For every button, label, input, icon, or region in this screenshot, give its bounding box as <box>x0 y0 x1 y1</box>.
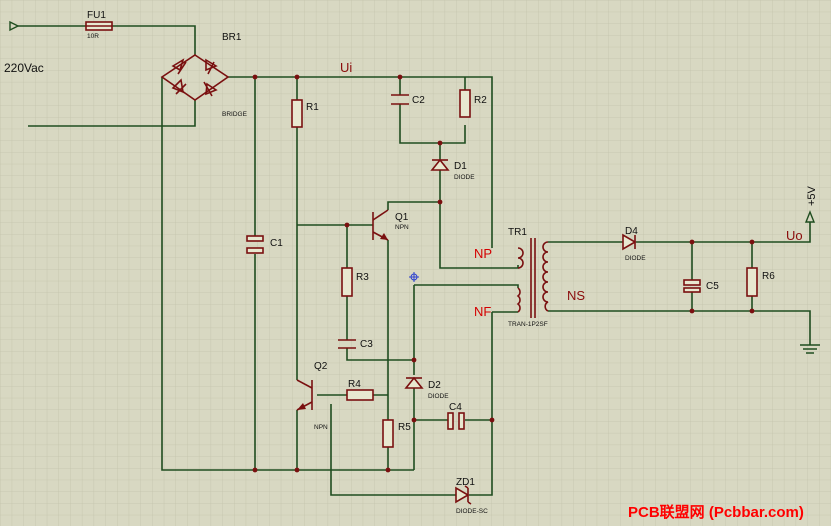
resistor-r3[interactable]: R3 <box>341 267 369 297</box>
r2-ref: R2 <box>474 95 487 106</box>
diode-d2[interactable]: D2 DIODE <box>404 376 449 400</box>
capacitor-c5[interactable]: C5 <box>683 279 719 293</box>
d2-ref: D2 <box>428 380 441 391</box>
capacitor-c3[interactable]: C3 <box>338 339 373 350</box>
r4-ref: R4 <box>348 379 361 390</box>
fu1-value: 10R <box>87 33 99 40</box>
diode-d4[interactable]: D4 DIODE <box>622 226 646 262</box>
junction-dots <box>252 74 755 473</box>
d1-value: DIODE <box>454 174 475 181</box>
c1-ref: C1 <box>270 238 283 249</box>
d1-ref: D1 <box>454 161 467 172</box>
c4-ref: C4 <box>449 402 462 413</box>
d2-value: DIODE <box>428 393 449 400</box>
vout-terminal <box>804 210 816 223</box>
q1-ref: Q1 <box>395 212 409 223</box>
input-terminal <box>9 20 20 32</box>
capacitor-c2[interactable]: C2 <box>391 94 425 106</box>
resistor-r2[interactable]: R2 <box>459 89 487 118</box>
resistor-r4[interactable]: R4 <box>346 379 374 401</box>
resistor-r5[interactable]: R5 <box>382 419 411 448</box>
tr1-value: TRAN-1P2SF <box>508 321 548 328</box>
zener-zd1[interactable]: ZD1 DIODE-SC <box>455 477 488 515</box>
diode-d1[interactable]: D1 DIODE <box>430 158 475 181</box>
q2-ref: Q2 <box>314 361 328 372</box>
br1-ref: BR1 <box>222 32 242 43</box>
c5-ref: C5 <box>706 281 719 292</box>
transistor-q2[interactable]: Q2 NPN <box>296 361 328 431</box>
net-label-uo: Uo <box>786 228 803 243</box>
r5-ref: R5 <box>398 422 411 433</box>
winding-label-np: NP <box>474 246 492 261</box>
tr1-ref: TR1 <box>508 227 527 238</box>
q2-value: NPN <box>314 424 328 431</box>
transformer-tr1[interactable]: TR1 TRAN-1P2SF <box>508 227 549 328</box>
r1-ref: R1 <box>306 102 319 113</box>
zd1-ref: ZD1 <box>456 477 475 488</box>
zd1-value: DIODE-SC <box>456 508 488 515</box>
resistor-r1[interactable]: R1 <box>291 99 319 128</box>
c3-ref: C3 <box>360 339 373 350</box>
fu1-ref: FU1 <box>87 10 106 21</box>
ground-symbol <box>800 344 820 354</box>
transistor-q1[interactable]: Q1 NPN <box>372 209 409 241</box>
r3-ref: R3 <box>356 272 369 283</box>
bridge-br1[interactable]: BR1 BRIDGE <box>160 32 248 118</box>
fuse-fu1[interactable]: FU1 10R <box>85 10 113 40</box>
c2-ref: C2 <box>412 95 425 106</box>
input-voltage-label: 220Vac <box>4 61 44 75</box>
d4-ref: D4 <box>625 226 638 237</box>
winding-label-nf: NF <box>474 304 491 319</box>
d4-value: DIODE <box>625 255 646 262</box>
winding-label-ns: NS <box>567 288 585 303</box>
capacitor-c1[interactable]: C1 <box>246 235 283 254</box>
r6-ref: R6 <box>762 271 775 282</box>
wires <box>18 25 811 496</box>
br1-value: BRIDGE <box>222 111 248 118</box>
net-label-vout: +5V <box>806 185 818 206</box>
probe-marker <box>409 272 419 282</box>
q1-value: NPN <box>395 224 409 231</box>
capacitor-c4[interactable]: C4 <box>447 402 465 430</box>
watermark: PCB联盟网 (Pcbbar.com) <box>628 504 804 521</box>
resistor-r6[interactable]: R6 <box>746 267 775 297</box>
net-label-ui: Ui <box>340 60 352 75</box>
